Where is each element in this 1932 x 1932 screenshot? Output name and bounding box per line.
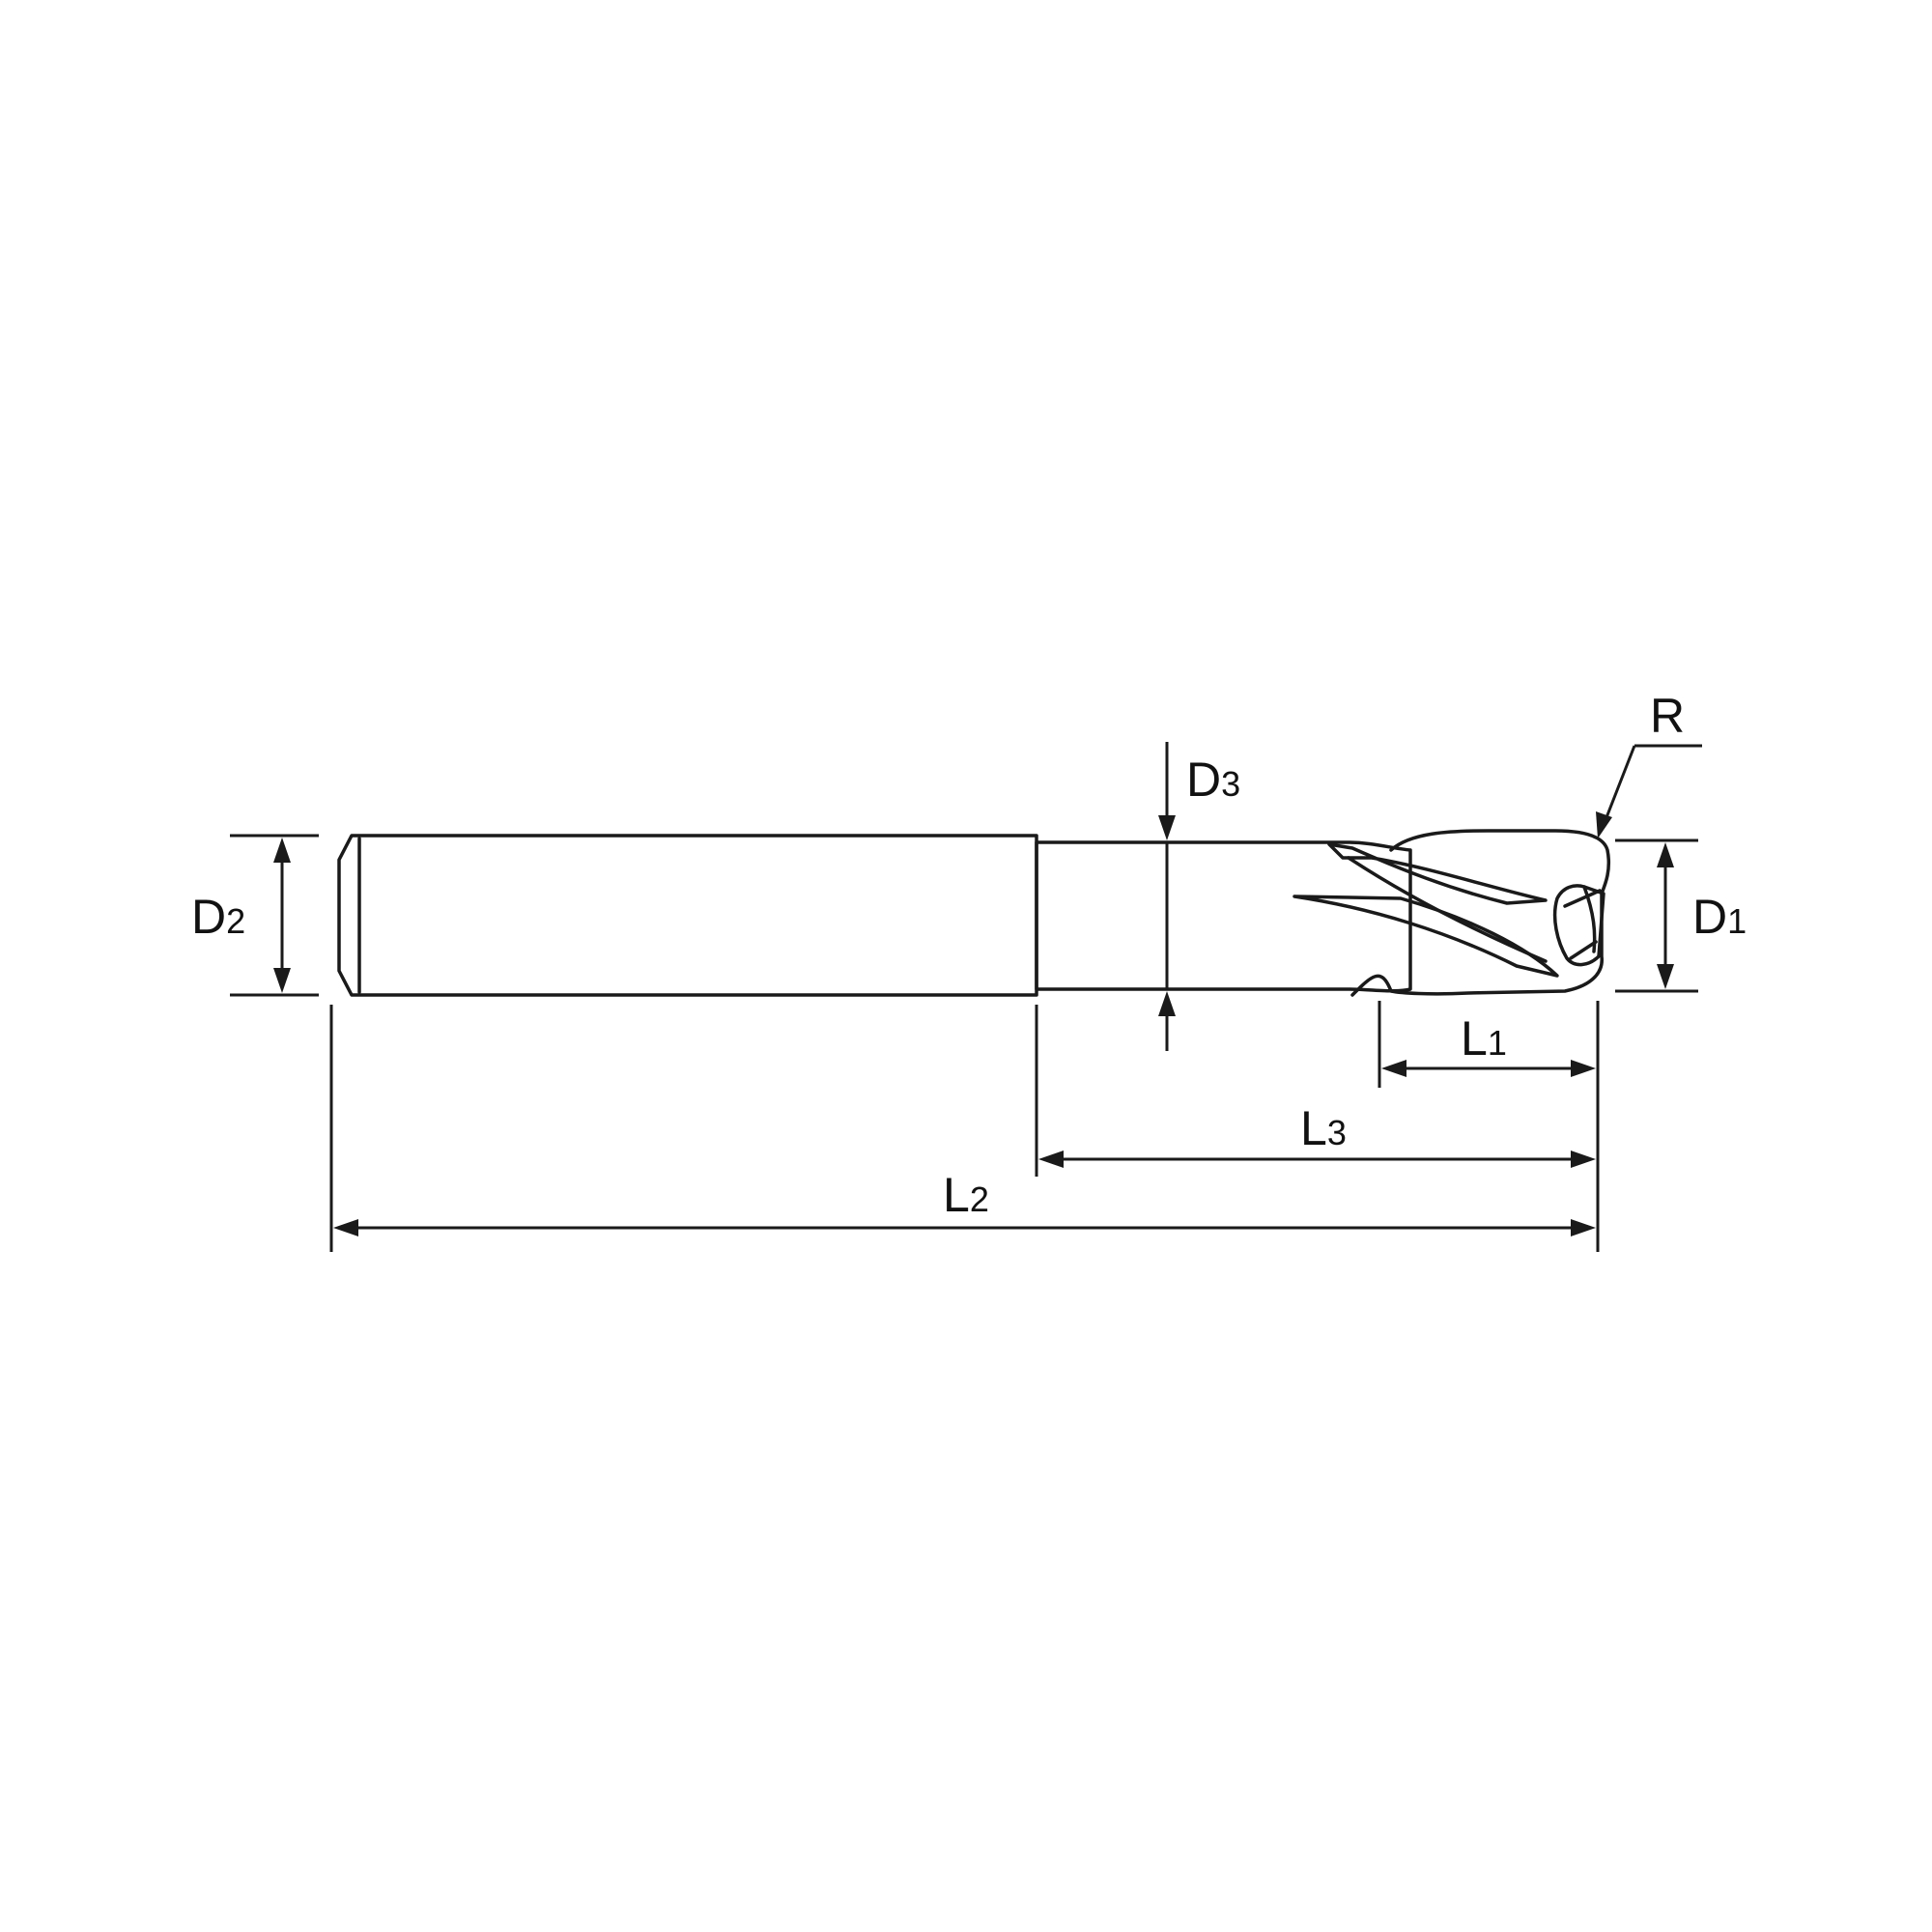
l1-label: L1 <box>1461 1011 1507 1065</box>
d1-arrow-top <box>1657 842 1674 867</box>
cutting-edge-line <box>1563 889 1602 908</box>
r-arrow <box>1596 811 1612 838</box>
tool-neck <box>1035 840 1412 993</box>
d3-arrow-top <box>1158 815 1176 840</box>
d3-label: D3 <box>1186 753 1240 807</box>
r-leader-diagonal <box>1602 745 1636 826</box>
l3-arrow-left <box>1038 1151 1064 1168</box>
l1-arrow-left <box>1381 1060 1406 1077</box>
l3-label: L3 <box>1300 1101 1347 1155</box>
flute-upper <box>1327 842 1548 905</box>
cutting-edge-line <box>1569 940 1598 960</box>
cutting-edge-line <box>1582 885 1597 953</box>
l3-arrow-right <box>1571 1151 1596 1168</box>
tool-cutting-head <box>1350 829 1611 997</box>
l1-arrow-right <box>1571 1060 1596 1077</box>
flute-lower <box>1293 895 1559 978</box>
l2-arrow-left <box>333 1219 358 1236</box>
d3-arrow-bottom <box>1158 991 1176 1016</box>
d2-arrow-bottom <box>273 968 291 993</box>
tool-end-face <box>1552 884 1605 967</box>
r-label: R <box>1650 689 1685 743</box>
l2-arrow-right <box>1571 1219 1596 1236</box>
flute-groove <box>1347 856 1548 963</box>
tool-shank <box>337 834 1038 997</box>
d1-arrow-bottom <box>1657 964 1674 989</box>
d2-arrow-top <box>273 838 291 863</box>
d2-label: D2 <box>191 890 245 944</box>
l2-label: L2 <box>943 1168 989 1222</box>
d1-label: D1 <box>1692 890 1747 944</box>
